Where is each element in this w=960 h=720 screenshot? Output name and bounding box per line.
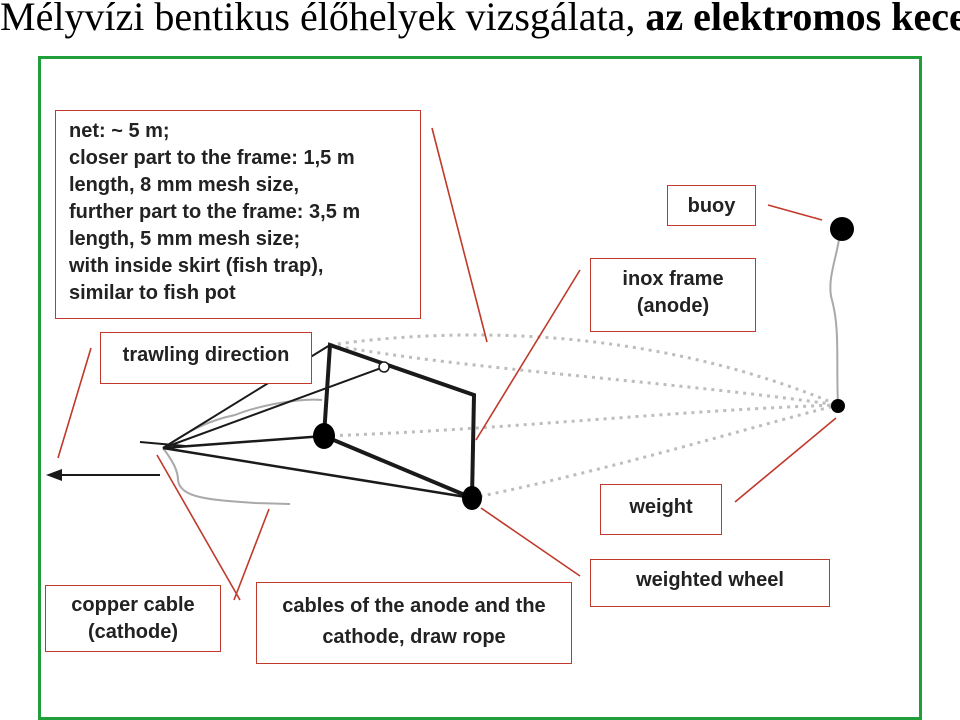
inox-frame-label-line: (anode) bbox=[636, 295, 710, 317]
cables-label-box: cables of the anode and the cathode, dra… bbox=[256, 582, 572, 664]
inox-frame-label-box: inox frame (anode) bbox=[590, 258, 756, 332]
arrow bbox=[46, 469, 160, 481]
ring bbox=[378, 361, 390, 373]
copper-cable-label-box: copper cable (cathode) bbox=[45, 585, 221, 652]
page-title: Mélyvízi bentikus élőhelyek vizsgálata, … bbox=[0, 0, 960, 40]
trawling-direction-label: trawling direction bbox=[122, 344, 290, 366]
buoy-line bbox=[829, 231, 841, 406]
net-mid-line bbox=[329, 343, 839, 407]
weight-label-box: weight bbox=[600, 484, 722, 535]
callout-cables bbox=[233, 508, 270, 601]
cables-label-line: cathode, draw rope bbox=[322, 626, 506, 648]
rope-to-bottom bbox=[162, 446, 473, 500]
weights bbox=[313, 217, 854, 510]
draw-rope bbox=[139, 441, 186, 447]
callout-copper bbox=[156, 454, 241, 601]
callout-buoy bbox=[767, 204, 823, 221]
rope-to-left bbox=[162, 434, 325, 450]
wheel-dot bbox=[462, 486, 482, 510]
rope-to-ring bbox=[162, 366, 385, 449]
net-end-dot bbox=[831, 399, 845, 413]
cables-label-line: cables of the anode and the bbox=[282, 595, 546, 617]
arrow-head bbox=[46, 469, 62, 481]
buoy-dot bbox=[830, 217, 854, 241]
net-top-line bbox=[329, 333, 839, 407]
weighted-wheel-label: weighted wheel bbox=[636, 569, 784, 591]
net-label-line: length, 8 mm mesh size, bbox=[69, 174, 300, 196]
net-label-line: further part to the frame: 3,5 m bbox=[69, 201, 361, 223]
title-regular: Mélyvízi bentikus élőhelyek vizsgálata, bbox=[0, 0, 646, 39]
trawling-direction-label-box: trawling direction bbox=[100, 332, 312, 384]
net-outline bbox=[323, 333, 839, 500]
copper-cable-label-line: (cathode) bbox=[88, 621, 178, 643]
net-label-line: length, 5 mm mesh size; bbox=[69, 228, 301, 250]
buoy-label-box: buoy bbox=[667, 185, 756, 226]
net-label-line: similar to fish pot bbox=[69, 282, 236, 304]
copper-cable-label-line: copper cable bbox=[71, 594, 195, 616]
callout-lines bbox=[57, 127, 837, 601]
weighted-wheel-label-box: weighted wheel bbox=[590, 559, 830, 607]
callout-net bbox=[431, 127, 488, 343]
weight-label: weight bbox=[629, 496, 693, 518]
net-label-line: closer part to the frame: 1,5 m bbox=[69, 147, 355, 169]
net-label-box: net: ~ 5 m; closer part to the frame: 1,… bbox=[55, 110, 421, 319]
net-label-line: with inside skirt (fish trap), bbox=[69, 255, 324, 277]
copper-wire bbox=[162, 447, 291, 505]
buoy-label: buoy bbox=[687, 195, 736, 217]
weight-dot bbox=[313, 423, 335, 449]
callout-wheel bbox=[480, 507, 581, 577]
callout-inox bbox=[475, 269, 581, 441]
net-side-line bbox=[323, 403, 839, 438]
title-bold: az elektromos kece bbox=[645, 0, 960, 39]
callout-trawling bbox=[57, 347, 92, 459]
upper-wire bbox=[162, 398, 323, 449]
callout-weight bbox=[734, 417, 837, 503]
inox-frame-shape bbox=[321, 342, 477, 501]
diagram-frame bbox=[38, 56, 922, 720]
net-label-line: net: ~ 5 m; bbox=[69, 120, 170, 142]
inox-frame-label-line: inox frame bbox=[622, 268, 724, 290]
